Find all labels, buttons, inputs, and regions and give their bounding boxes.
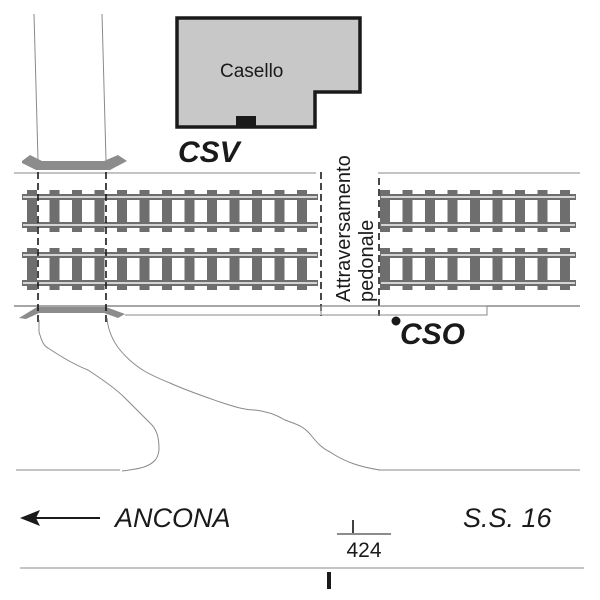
path-edge-right [106, 317, 381, 471]
sleeper [252, 248, 262, 290]
sleeper [447, 190, 458, 232]
railway-tracks [22, 190, 576, 290]
rail-highlight [381, 282, 575, 284]
sleeper [117, 248, 127, 290]
sleeper [184, 190, 195, 232]
building-door [236, 116, 256, 126]
sleeper [162, 190, 172, 232]
sleeper [94, 248, 105, 290]
rail-highlight [381, 254, 575, 256]
rail-highlight [381, 224, 575, 226]
path-edge-left [38, 320, 160, 472]
ped-label-line2: pedonale [356, 220, 378, 302]
ped-platform [320, 305, 488, 316]
sleeper [117, 190, 127, 232]
sleeper [425, 248, 435, 290]
sleeper [380, 248, 390, 290]
cso-point-marker [391, 316, 401, 326]
direction-label: ANCONA [113, 503, 231, 533]
sleeper [297, 190, 307, 232]
rail-highlight [23, 196, 317, 198]
km-post-marker [327, 572, 331, 589]
sleeper [94, 190, 105, 232]
sleeper [515, 190, 525, 232]
ped-label-line1: Attraversamento [333, 155, 355, 302]
sleeper [492, 190, 503, 232]
sleeper [252, 190, 262, 232]
sleeper [470, 248, 480, 290]
road-name: S.S. 16 [463, 503, 553, 533]
pedestrian-crossing: Attraversamento pedonale [320, 155, 488, 316]
sleeper [274, 248, 285, 290]
direction-arrow [20, 510, 100, 526]
rail-highlight [23, 254, 317, 256]
sleeper [380, 190, 390, 232]
sleeper [72, 248, 82, 290]
rail-highlight [381, 196, 575, 198]
sleeper [27, 190, 37, 232]
sleeper [297, 248, 307, 290]
rail-highlight [23, 282, 317, 284]
sleeper [447, 248, 458, 290]
sleeper [207, 190, 217, 232]
csv-label: CSV [178, 136, 243, 169]
sleeper [560, 248, 570, 290]
building-outline [175, 16, 362, 129]
sleeper [402, 190, 413, 232]
left-arrow-head [20, 510, 40, 526]
building-label: Casello [220, 61, 283, 82]
sleeper [72, 190, 82, 232]
rail-highlight [23, 224, 317, 226]
sleeper [49, 248, 60, 290]
sleeper [139, 190, 150, 232]
sleeper [492, 248, 503, 290]
sleeper [229, 190, 240, 232]
guardrail-bottom [19, 307, 125, 319]
sleeper [139, 248, 150, 290]
road-edge-right [101, 13, 107, 161]
sleeper [229, 248, 240, 290]
sleeper [207, 248, 217, 290]
sleeper [27, 248, 37, 290]
sleeper [162, 248, 172, 290]
cso-label: CSO [400, 318, 465, 351]
sleeper [184, 248, 195, 290]
road-edge-left [33, 13, 39, 161]
sleeper [425, 190, 435, 232]
km-numerator: I [350, 517, 355, 537]
sleeper [470, 190, 480, 232]
sleeper [515, 248, 525, 290]
km-marker: I 424 [337, 517, 391, 562]
casello-building: Casello [175, 16, 362, 129]
access-road-north [33, 13, 107, 161]
guardrail-top [22, 155, 127, 170]
sleeper [560, 190, 570, 232]
sleeper [537, 190, 548, 232]
sleeper [537, 248, 548, 290]
sleeper [49, 190, 60, 232]
km-denominator: 424 [346, 539, 381, 562]
sleeper [274, 190, 285, 232]
sleeper [402, 248, 413, 290]
